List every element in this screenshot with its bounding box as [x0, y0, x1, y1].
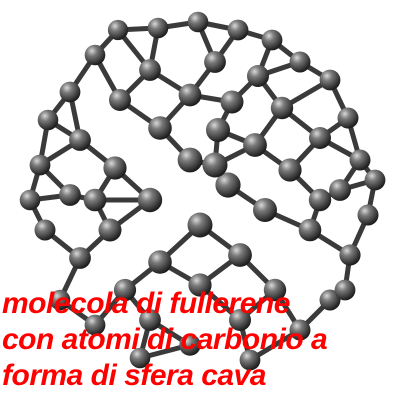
caption-line-2: con atomi di carbonio a	[2, 323, 328, 356]
carbon-atom	[83, 188, 107, 212]
carbon-atom	[103, 156, 127, 180]
carbon-atom	[178, 83, 202, 107]
carbon-atom	[319, 289, 341, 311]
carbon-atom	[59, 81, 81, 103]
carbon-atom	[129, 347, 151, 369]
carbon-atom	[261, 29, 283, 51]
carbon-atom	[179, 334, 201, 356]
carbon-atom	[139, 309, 161, 331]
carbon-atom	[278, 158, 302, 182]
carbon-atom	[349, 149, 371, 171]
carbon-atom	[107, 19, 129, 41]
carbon-atom	[148, 250, 172, 274]
carbon-atom	[339, 244, 361, 266]
carbon-atom	[229, 309, 251, 331]
carbon-atom	[319, 69, 341, 91]
carbon-atom	[84, 44, 106, 66]
carbon-atom	[148, 116, 172, 140]
carbon-atom	[337, 107, 359, 129]
carbon-atom	[357, 204, 379, 226]
carbon-atom	[19, 189, 41, 211]
caption-text: molecola di fullerene con atomi di carbo…	[2, 286, 402, 394]
carbon-atom	[298, 218, 322, 242]
carbon-atom	[113, 278, 137, 302]
carbon-atom	[84, 314, 106, 336]
carbon-atom	[187, 212, 213, 238]
carbon-atom	[215, 172, 241, 198]
carbon-atom	[263, 278, 287, 302]
carbon-atom	[177, 147, 203, 173]
carbon-atom	[204, 51, 226, 73]
caption-line-1: molecola di fullerene	[2, 287, 290, 320]
carbon-atom	[69, 129, 91, 151]
carbon-atom	[69, 247, 91, 269]
carbon-atom	[147, 17, 169, 39]
carbon-atom	[334, 279, 356, 301]
caption-line-3: forma di sfera cava	[2, 359, 266, 392]
carbon-atom	[308, 188, 332, 212]
carbon-atom	[139, 59, 161, 81]
carbon-atom	[49, 289, 71, 311]
carbon-atom	[309, 127, 331, 149]
carbon-atom	[202, 152, 228, 178]
carbon-atom	[37, 109, 59, 131]
carbon-atom	[220, 90, 244, 114]
carbon-atom	[98, 218, 122, 242]
carbon-atom	[289, 319, 311, 341]
carbon-atom	[228, 243, 252, 267]
carbon-atom	[137, 187, 163, 213]
carbon-atom	[270, 96, 294, 120]
carbon-atom	[364, 169, 386, 191]
carbon-atom	[247, 65, 269, 87]
carbon-atom	[34, 219, 56, 241]
carbon-atom	[243, 133, 267, 157]
carbon-atom	[109, 89, 131, 111]
carbon-atom	[239, 349, 261, 371]
carbon-atom	[188, 273, 212, 297]
carbon-atom	[227, 19, 249, 41]
carbon-atoms	[19, 11, 386, 371]
carbon-atom	[329, 179, 351, 201]
carbon-atom	[59, 184, 81, 206]
carbon-atom	[253, 198, 277, 222]
carbon-atom	[187, 11, 209, 33]
carbon-atom	[29, 154, 51, 176]
carbon-atom	[206, 118, 230, 142]
carbon-atom	[289, 51, 311, 73]
